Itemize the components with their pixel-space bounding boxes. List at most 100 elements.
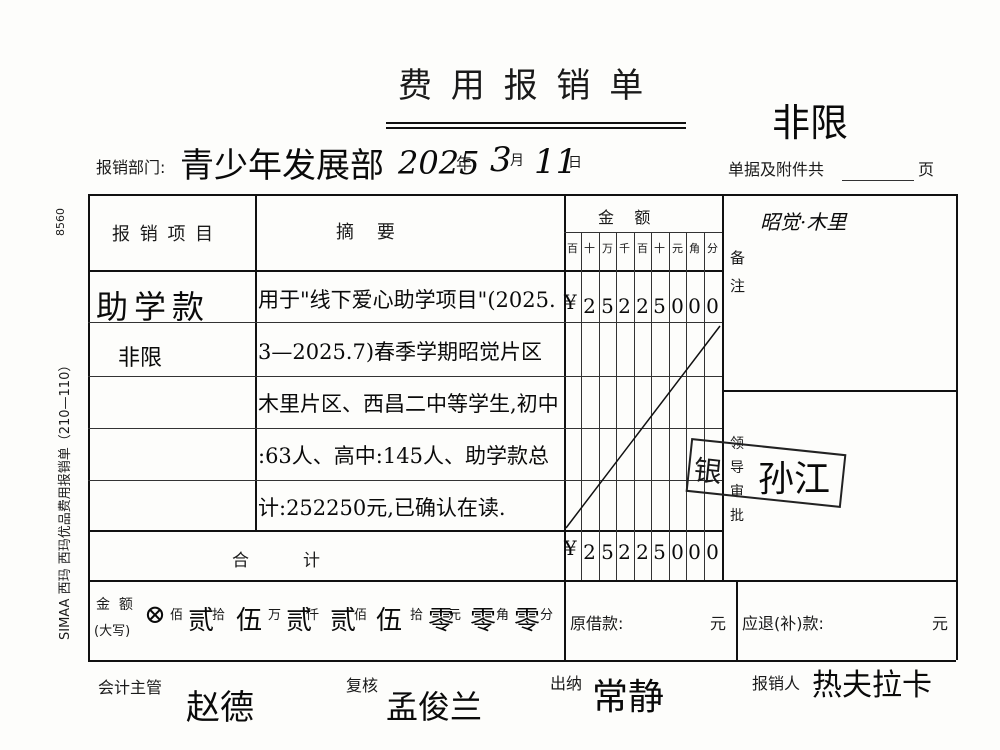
capital-char: 贰: [286, 606, 313, 636]
amount-col-line: [581, 232, 582, 530]
total-digit: 0: [671, 540, 684, 564]
amount-col-line-total: [669, 530, 670, 580]
summary-line: 计:252250元,已确认在读.: [258, 496, 506, 520]
attach-label: 单据及附件共: [728, 160, 825, 179]
attach-blank: [842, 180, 914, 181]
amount-col-line-total: [704, 530, 705, 580]
summary-line: 木里片区、西昌二中等学生,初中: [258, 392, 559, 416]
row-digit: 5: [601, 294, 614, 318]
amount-col-line-total: [634, 530, 635, 580]
item-value: 助学款: [96, 288, 211, 326]
capital-unit: 仟: [306, 608, 320, 623]
grid-right: [956, 194, 958, 660]
amount-col-line: [669, 232, 670, 530]
grid-left: [88, 194, 90, 660]
total-digit: 5: [601, 540, 614, 564]
amount-col-line: [651, 232, 652, 530]
capital-divider: [736, 580, 738, 660]
borrow-unit: 元: [710, 614, 727, 633]
capital-unit: 角: [496, 608, 510, 623]
total-digit: 5: [653, 540, 666, 564]
capital-char: 贰: [330, 606, 357, 636]
dept-label: 报销部门:: [96, 158, 166, 177]
total-digit: 2: [636, 540, 649, 564]
col-summary-divider: [564, 194, 566, 660]
month-value: 3: [490, 140, 512, 180]
col-summary-header: 摘 要: [336, 222, 395, 243]
capital-unit: 元: [448, 608, 462, 623]
amount-col-line: [599, 232, 600, 530]
refund-unit: 元: [932, 614, 949, 633]
amount-unit-label: 角: [689, 242, 700, 255]
amount-col-line-total: [581, 530, 582, 580]
total-digit: 0: [688, 540, 701, 564]
amount-unit-label: 十: [654, 242, 665, 255]
amount-col-line-total: [616, 530, 617, 580]
row-digit: 0: [688, 294, 701, 318]
amount-col-line-total: [651, 530, 652, 580]
cashier-label: 出纳: [550, 674, 583, 693]
review-signature: 孟俊兰: [386, 688, 483, 726]
capital-char: 伍: [376, 606, 403, 636]
row-line-3: [88, 376, 722, 377]
refund-label: 应退(补)款:: [742, 614, 824, 633]
remark-approval-divider: [724, 390, 956, 392]
amount-unit-label: 百: [637, 242, 648, 255]
amount-col-line: [634, 232, 635, 530]
review-label: 复核: [346, 676, 379, 695]
void-diagonal: [565, 325, 721, 529]
row-digit: 2: [636, 294, 649, 318]
amount-unit-label: 分: [707, 242, 718, 255]
capital-char: 零: [514, 606, 541, 636]
accountant-signature: 赵德: [186, 688, 254, 728]
item-note: 非限: [118, 346, 163, 371]
top-note: 非限: [772, 101, 849, 145]
cashier-signature: 常静: [592, 677, 665, 718]
approval-label: 领导审批: [730, 436, 744, 524]
amount-unit-label: 元: [672, 242, 683, 255]
dept-value: 青少年发展部: [180, 146, 384, 186]
row-digit: 2: [618, 294, 631, 318]
title-underline-2: [386, 127, 686, 129]
row-line-total: [88, 530, 722, 532]
capital-char: 零: [428, 606, 455, 636]
col-item-divider: [255, 194, 257, 530]
total-currency: ¥: [564, 536, 577, 560]
total-digit: 0: [706, 540, 719, 564]
amount-unit-label: 万: [602, 242, 613, 255]
capital-prefix: ⊗: [144, 600, 166, 630]
side-number: 8560: [54, 208, 67, 236]
col-item-header: 报 销 项 目: [112, 224, 216, 245]
row-line-4: [88, 428, 722, 429]
amount-unit-label: 百: [567, 242, 578, 255]
row-digit: 2: [583, 294, 596, 318]
side-brand-text: SIMAA 西玛 西玛优品费用报销单（210—110）: [58, 358, 73, 640]
capital-unit: 拾: [410, 608, 424, 623]
remark-label: 备注: [730, 249, 746, 295]
summary-line: 3—2025.7)春季学期昭觉片区: [258, 340, 543, 364]
capital-unit: 拾: [212, 608, 226, 623]
row-currency: ¥: [564, 290, 577, 314]
amount-col-line: [616, 232, 617, 530]
accountant-label: 会计主管: [98, 678, 163, 697]
year-value: 2025: [398, 144, 480, 182]
total-digit: 2: [618, 540, 631, 564]
amount-col-line: [686, 232, 687, 530]
amount-col-line: [704, 232, 705, 530]
remark-value: 昭觉·木里: [760, 210, 847, 234]
capital-unit: 佰: [354, 608, 368, 623]
attach-unit: 页: [918, 160, 935, 179]
title-underline: [386, 122, 686, 124]
total-digit: 2: [583, 540, 596, 564]
day-unit: 日: [568, 155, 582, 171]
year-unit: 年: [456, 154, 473, 173]
row-line-2: [88, 322, 722, 323]
capital-label-sub: (大写): [94, 624, 131, 639]
form-title: 费 用 报 销 单: [398, 66, 648, 106]
summary-line: :63人、高中:145人、助学款总: [258, 444, 549, 468]
grid-bottom: [88, 580, 956, 582]
row-digit: 0: [671, 294, 684, 318]
claimant-signature: 热夫拉卡: [812, 668, 932, 703]
capital-unit: 佰: [170, 608, 184, 623]
